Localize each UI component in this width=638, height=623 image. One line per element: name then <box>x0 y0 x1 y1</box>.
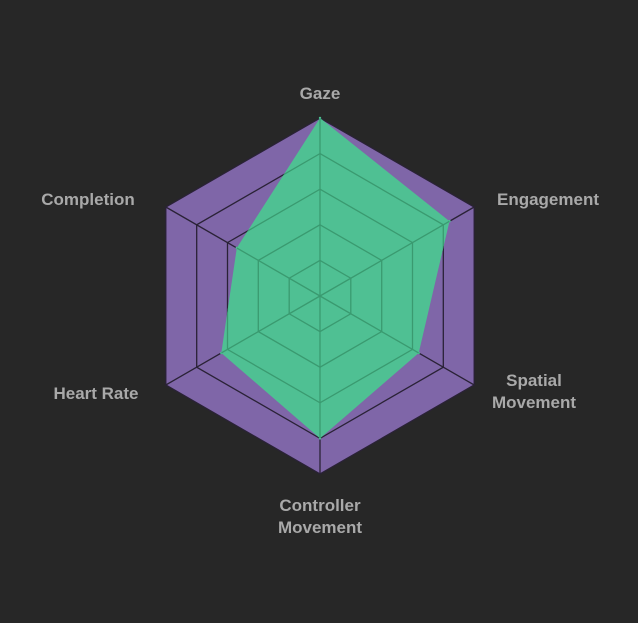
axis-label-line: Engagement <box>497 190 599 209</box>
axis-label-line: Spatial <box>506 371 562 390</box>
score-polygon <box>221 118 450 439</box>
grid-spoke-inner-heart_rate <box>221 295 321 386</box>
axis-label-completion: Completion <box>41 190 135 209</box>
grid-spoke-inner-completion <box>221 206 321 297</box>
axis-label-line: Movement <box>278 518 362 537</box>
axis-label-line: Controller <box>279 496 361 515</box>
axis-label-line: Heart Rate <box>53 384 138 403</box>
axis-label-engagement: Engagement <box>497 190 599 209</box>
axis-label-line: Movement <box>492 393 576 412</box>
axis-label-line: Completion <box>41 190 135 209</box>
axis-label-line: Gaze <box>300 84 341 103</box>
axis-label-gaze: Gaze <box>300 84 341 103</box>
grid-spoke-inner-engagement <box>319 206 450 297</box>
axis-label-heart_rate: Heart Rate <box>53 384 138 403</box>
